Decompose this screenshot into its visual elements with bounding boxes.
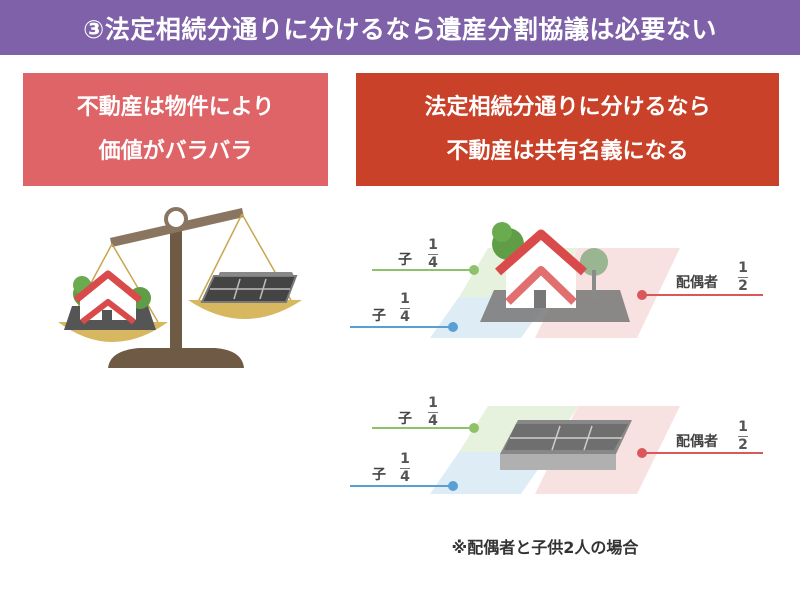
house-child2-share: 1 4: [400, 292, 410, 325]
house-spouse-numerator: 1: [738, 260, 748, 276]
land-ownership-diagram: [350, 406, 763, 494]
left-header-box: 不動産は物件により 価値がバラバラ: [23, 73, 328, 186]
house-child1-share: 1 4: [428, 238, 438, 271]
footnote: ※配偶者と子供2人の場合: [451, 538, 639, 557]
house-child1-label: 子: [398, 252, 412, 268]
land-child2-numerator: 1: [400, 451, 410, 467]
fraction-bar: [738, 277, 748, 278]
house-child1-denominator: 4: [428, 255, 438, 271]
land-child1-share: 1 4: [428, 396, 438, 429]
left-header-line2: 価値がバラバラ: [98, 138, 253, 164]
house-icon: [64, 270, 156, 330]
fraction-bar: [738, 436, 748, 437]
land-plot-icon: [200, 272, 298, 303]
fraction-bar: [428, 254, 438, 255]
house-child1-numerator: 1: [428, 237, 438, 253]
house-spouse-label: 配偶者: [676, 275, 718, 291]
land-child1-denominator: 4: [428, 413, 438, 429]
right-header-line1: 法定相続分通りに分けるなら: [424, 94, 711, 120]
house-spouse-share: 1 2: [738, 261, 748, 294]
house-ownership-diagram: [350, 222, 763, 338]
page-title: ③法定相続分通りに分けるなら遺産分割協議は必要ない: [0, 0, 800, 55]
land-child2-denominator: 4: [400, 469, 410, 485]
fraction-bar: [428, 412, 438, 413]
land-child2-label: 子: [372, 467, 386, 483]
left-header-line1: 不動産は物件により: [76, 94, 275, 120]
fraction-bar: [400, 308, 410, 309]
land-spouse-denominator: 2: [738, 437, 748, 453]
land-child2-share: 1 4: [400, 452, 410, 485]
land-spouse-numerator: 1: [738, 419, 748, 435]
right-header-line2: 不動産は共有名義になる: [446, 138, 689, 164]
house-child2-numerator: 1: [400, 291, 410, 307]
right-header-box: 法定相続分通りに分けるなら 不動産は共有名義になる: [356, 73, 779, 186]
land-child1-label: 子: [398, 411, 412, 427]
land-spouse-share: 1 2: [738, 420, 748, 453]
land-spouse-label: 配偶者: [676, 434, 718, 450]
land-child1-numerator: 1: [428, 395, 438, 411]
balance-scale-illustration: [58, 207, 302, 368]
house-child2-denominator: 4: [400, 309, 410, 325]
house-spouse-denominator: 2: [738, 278, 748, 294]
fraction-bar: [400, 468, 410, 469]
house-child2-label: 子: [372, 308, 386, 324]
